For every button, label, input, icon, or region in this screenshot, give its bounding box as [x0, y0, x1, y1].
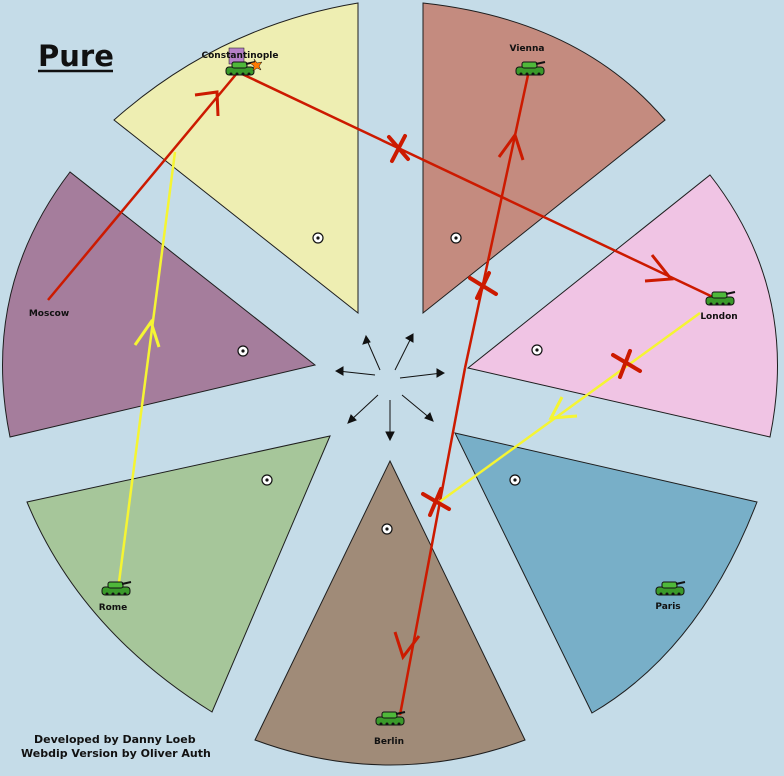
territory-vienna[interactable]: [422, 2, 666, 315]
label-moscow: Moscow: [29, 309, 69, 319]
supply-center-icon-berlin: [381, 523, 393, 535]
map-title: Pure: [38, 39, 114, 73]
failed-order-marks: [387, 134, 642, 517]
order-berlin-vienna: [398, 367, 467, 716]
credit-line-1: Developed by Danny Loeb: [34, 733, 196, 746]
supply-center-icon-paris: [509, 474, 521, 486]
label-constantinople: Constantinople: [202, 51, 279, 61]
order-moscow-constantinople: [47, 71, 239, 301]
label-london: London: [700, 312, 737, 322]
territory-constantinople[interactable]: [113, 2, 359, 315]
supply-center-icon-london: [531, 344, 543, 356]
label-rome: Rome: [99, 603, 128, 613]
territory-moscow[interactable]: [2, 171, 317, 438]
supply-center-icon-rome: [261, 474, 273, 486]
label-paris: Paris: [655, 602, 680, 612]
order-rome-constantinople: [116, 151, 177, 591]
star-icon: [249, 58, 263, 72]
supply-center-icon-constantinople: [312, 232, 324, 244]
center-arrows: [334, 333, 446, 442]
territory-rome[interactable]: [26, 435, 331, 713]
supply-center-icon-vienna: [450, 232, 462, 244]
label-vienna: Vienna: [510, 44, 545, 54]
territory-berlin[interactable]: [254, 459, 526, 766]
order-constantinople-london: [241, 72, 716, 300]
order-vienna-berlin: [463, 74, 530, 369]
label-berlin: Berlin: [374, 737, 404, 747]
supply-center-icon-moscow: [237, 345, 249, 357]
credit-line-2: Webdip Version by Oliver Auth: [21, 747, 211, 760]
order-london-berlin: [437, 311, 701, 505]
territory-paris[interactable]: [454, 432, 758, 714]
orders-layer: [47, 71, 716, 716]
territory-london[interactable]: [466, 174, 778, 438]
